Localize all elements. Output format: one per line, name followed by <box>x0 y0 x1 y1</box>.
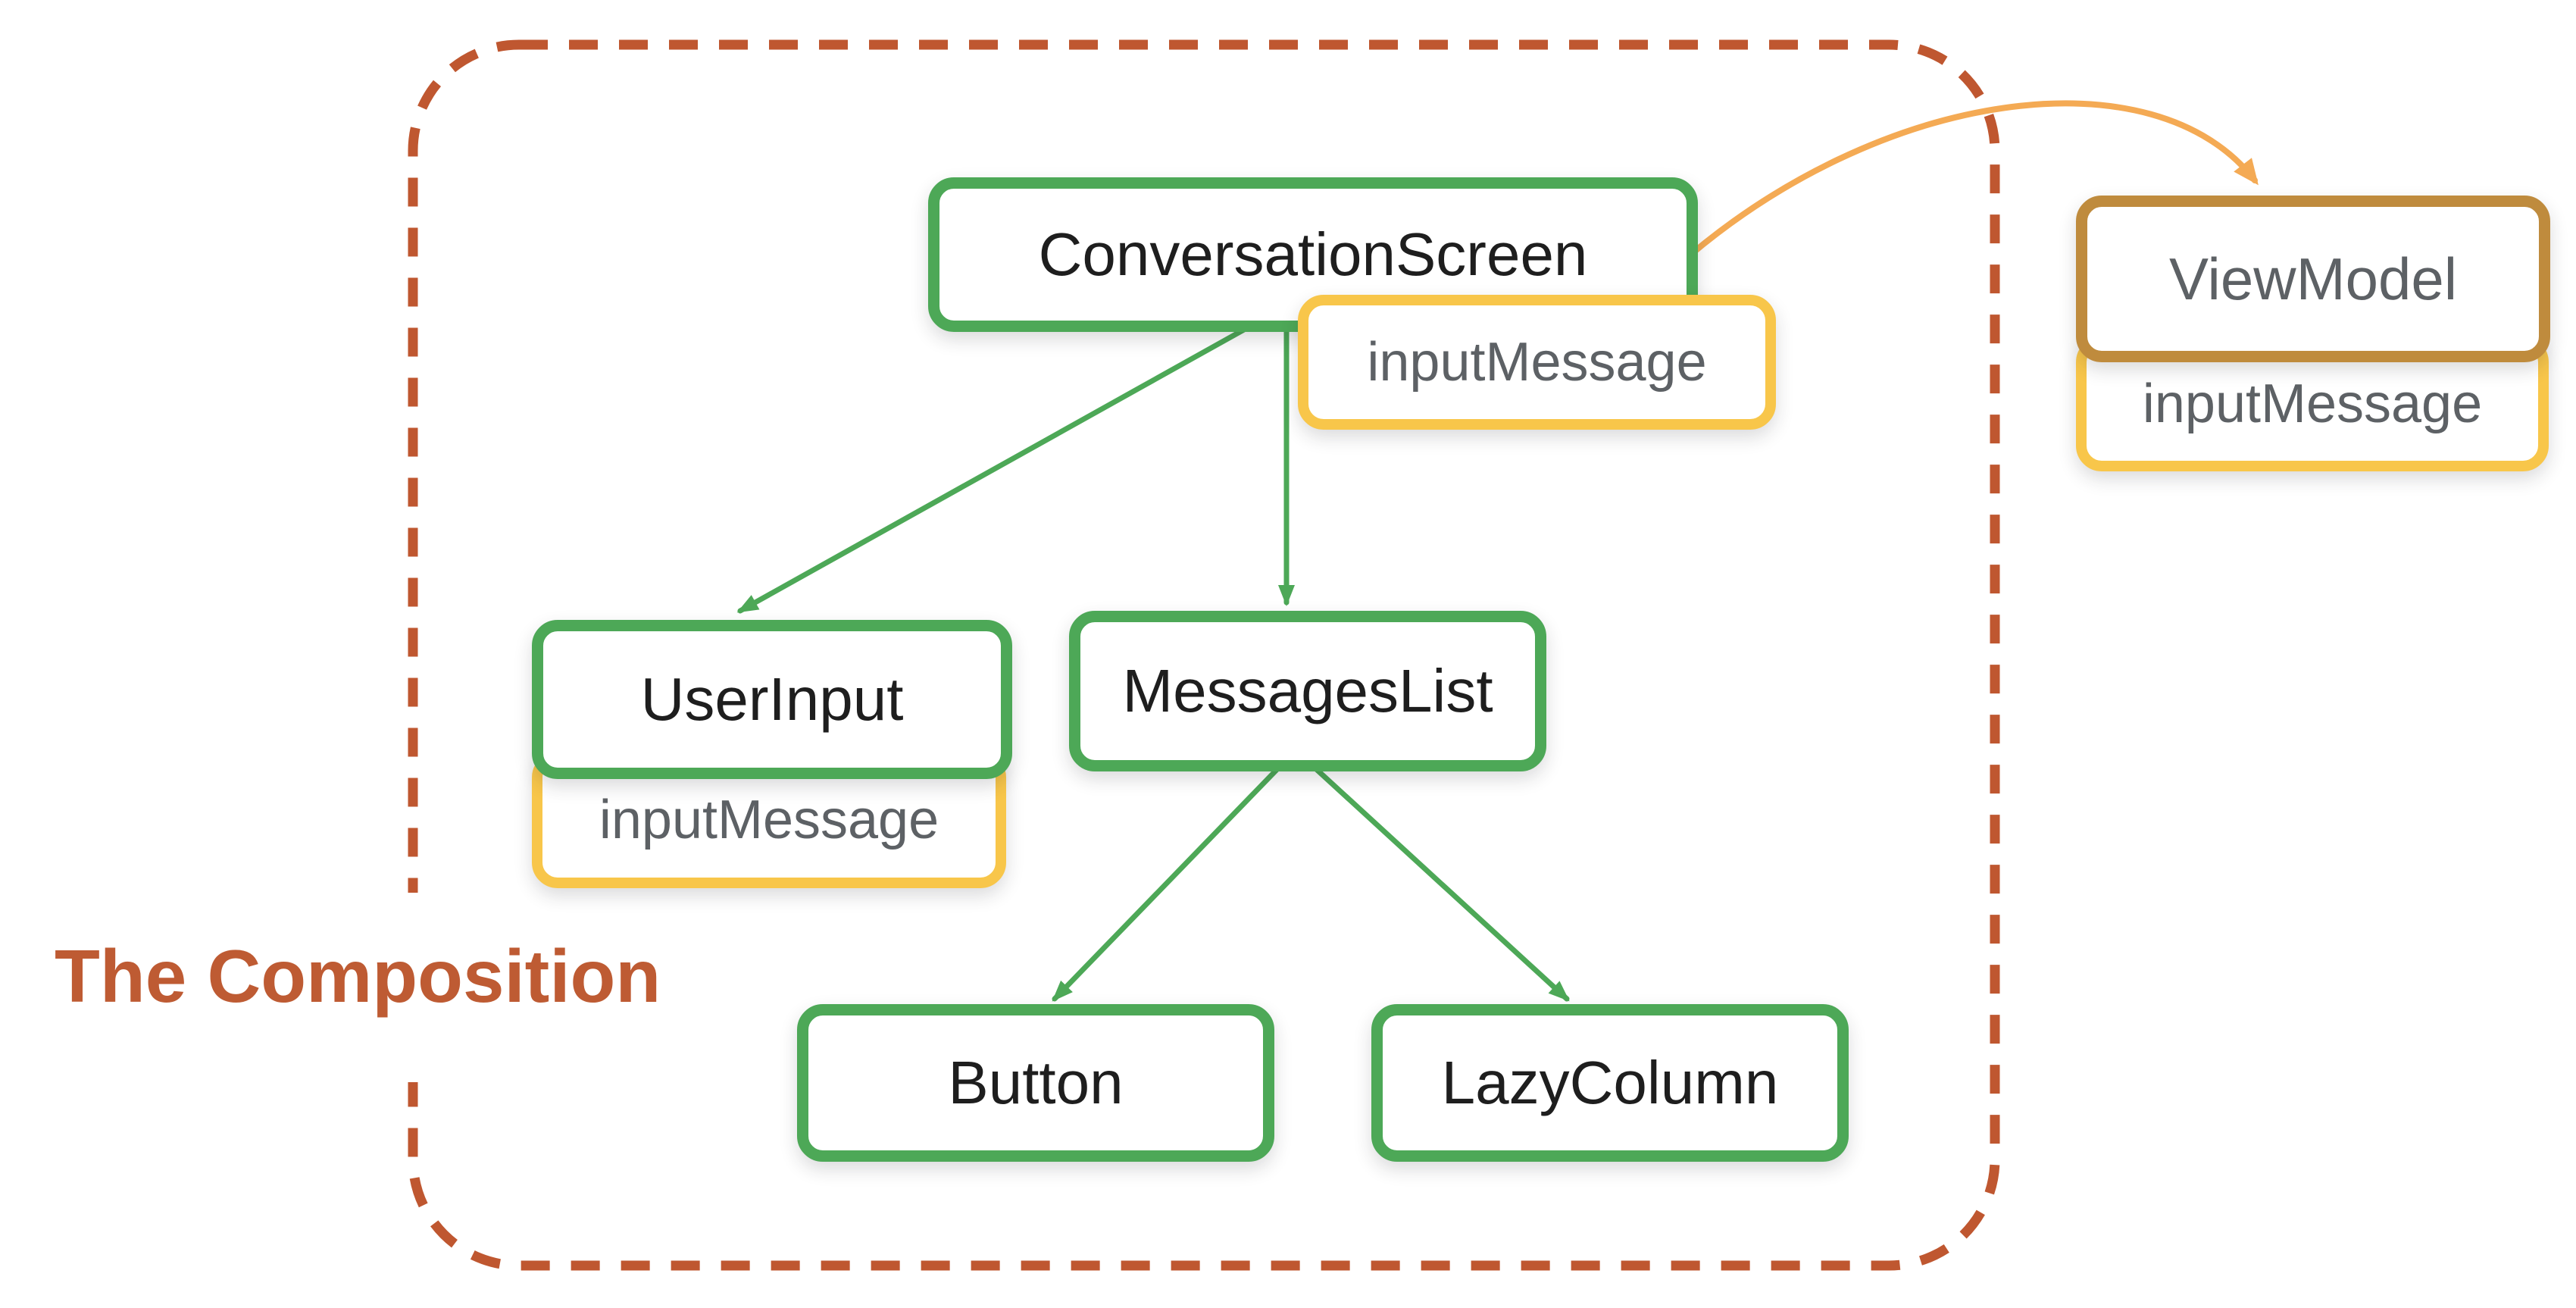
node-user-input-label: UserInput <box>640 665 904 733</box>
state-tag-conversation-screen-label: inputMessage <box>1367 332 1707 393</box>
node-button-label: Button <box>948 1049 1124 1116</box>
node-view-model: ViewModel <box>2076 196 2550 362</box>
node-user-input: UserInput <box>532 620 1012 779</box>
state-tag-user-input-label: inputMessage <box>599 790 939 850</box>
state-tag-conversation-screen: inputMessage <box>1298 295 1776 430</box>
node-conversation-screen-label: ConversationScreen <box>1038 221 1588 288</box>
node-messages-list: MessagesList <box>1069 611 1546 771</box>
composition-boundary-dashed <box>408 39 2000 1271</box>
node-messages-list-label: MessagesList <box>1122 657 1493 724</box>
node-lazy-column-label: LazyColumn <box>1441 1049 1779 1116</box>
boundary-gap-for-title <box>389 893 435 1082</box>
node-lazy-column: LazyColumn <box>1371 1004 1849 1162</box>
state-tag-view-model-label: inputMessage <box>2142 374 2483 434</box>
edge-messageslist-to-lazycolumn <box>1293 747 1570 1002</box>
edge-conversationscreen-to-userinput <box>736 302 1292 614</box>
composition-title: The Composition <box>55 934 661 1018</box>
node-button: Button <box>797 1004 1274 1162</box>
edge-conversationscreen-to-viewmodel-curved <box>1674 100 2259 270</box>
node-view-model-label: ViewModel <box>2168 245 2458 312</box>
edge-messageslist-to-button <box>1052 747 1299 1002</box>
